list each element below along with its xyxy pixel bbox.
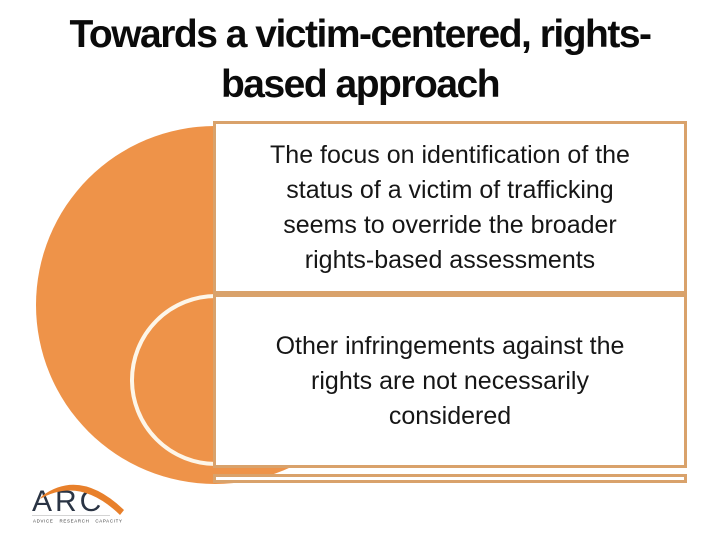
- arc-logo: ARC ADVICE RESEARCH CAPACITY: [32, 484, 124, 524]
- callout-box-1-text: The focus on identification of the statu…: [270, 140, 630, 274]
- callout-box-2: Other infringements against the rights a…: [213, 294, 687, 468]
- callout-box-2-text: Other infringements against the rights a…: [275, 331, 625, 430]
- callout-box-3-empty: [213, 474, 687, 483]
- arc-logo-tagline: ADVICE RESEARCH CAPACITY: [33, 519, 123, 524]
- callout-box-1: The focus on identification of the statu…: [213, 121, 687, 294]
- arc-swoosh-icon: [40, 484, 124, 515]
- slide-title: Towards a victim-centered, rights- based…: [69, 13, 652, 106]
